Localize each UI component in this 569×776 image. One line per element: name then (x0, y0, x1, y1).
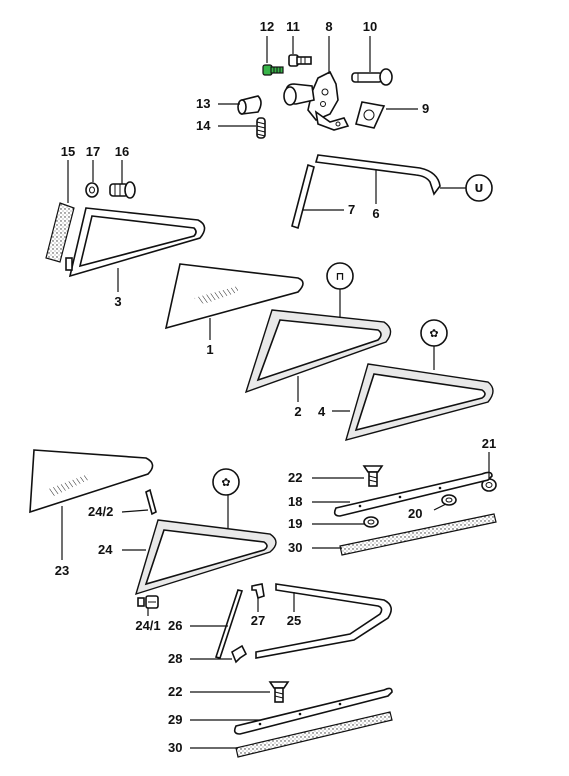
callout-22-upper[interactable]: 22 (288, 470, 302, 485)
callout-11[interactable]: 11 (286, 19, 300, 34)
symbol-circle-2: ⊓ (326, 262, 354, 290)
callout-20[interactable]: 20 (408, 506, 422, 521)
part-6-trim[interactable] (314, 154, 441, 196)
part-8-hinge-latch[interactable] (283, 70, 350, 131)
part-22-screw-upper[interactable] (362, 465, 384, 487)
part-10-pin[interactable] (351, 68, 393, 86)
part-26-strip[interactable] (214, 589, 244, 659)
callout-19[interactable]: 19 (288, 516, 302, 531)
part-24-2-strip[interactable] (145, 488, 157, 516)
part-15-felt-strip[interactable] (45, 202, 75, 263)
part-14-spring[interactable] (256, 117, 266, 139)
callout-24-1[interactable]: 24/1 (135, 618, 160, 633)
part-7-strip[interactable] (291, 163, 315, 230)
symbol-circle-24: ✿ (212, 468, 240, 496)
callout-13[interactable]: 13 (196, 96, 210, 111)
callout-6[interactable]: 6 (372, 206, 379, 221)
symbol-circle-6: U (465, 174, 493, 202)
part-30-felt-upper[interactable] (339, 513, 497, 556)
part-13-cap[interactable] (237, 95, 262, 115)
callout-4[interactable]: 4 (318, 404, 326, 419)
callout-23[interactable]: 23 (55, 563, 69, 578)
callout-12[interactable]: 12 (260, 19, 274, 34)
part-20-grommet[interactable] (441, 494, 457, 506)
symbol-circle-4: ✿ (420, 319, 448, 347)
callout-30-lower[interactable]: 30 (168, 740, 182, 755)
part-9-plate[interactable] (355, 101, 386, 129)
callout-14[interactable]: 14 (196, 118, 211, 133)
callout-17[interactable]: 17 (86, 144, 100, 159)
callout-24[interactable]: 24 (98, 542, 113, 557)
part-25-trim[interactable] (255, 583, 392, 659)
callout-30-upper[interactable]: 30 (288, 540, 302, 555)
callout-1[interactable]: 1 (206, 342, 213, 357)
callout-2[interactable]: 2 (294, 404, 301, 419)
part-30-felt-lower[interactable] (235, 711, 393, 758)
part-18-strip[interactable] (333, 471, 493, 517)
part-2-window-seal[interactable] (244, 309, 392, 394)
part-11-bolt[interactable] (288, 54, 312, 67)
callout-16[interactable]: 16 (115, 144, 129, 159)
part-19-grommet[interactable] (363, 516, 379, 528)
callout-15[interactable]: 15 (61, 144, 75, 159)
callout-25[interactable]: 25 (287, 613, 301, 628)
callout-21[interactable]: 21 (482, 436, 496, 451)
callout-18[interactable]: 18 (288, 494, 302, 509)
leader-lines (61, 36, 490, 749)
part-1-glass[interactable] (164, 263, 304, 330)
callout-3[interactable]: 3 (114, 294, 121, 309)
part-24-window-seal[interactable] (134, 519, 277, 596)
symbol-4-text: ✿ (429, 327, 438, 340)
part-17-washer[interactable] (85, 182, 99, 198)
part-24-1-clip[interactable] (137, 595, 159, 609)
part-12-screw[interactable] (262, 64, 284, 76)
callout-26[interactable]: 26 (168, 618, 182, 633)
symbol-24-text: ✿ (221, 476, 230, 489)
callout-24-2[interactable]: 24/2 (88, 504, 113, 519)
part-16-bushing[interactable] (109, 181, 136, 199)
callout-7[interactable]: 7 (348, 202, 355, 217)
part-22-screw-lower[interactable] (268, 681, 290, 703)
callout-28[interactable]: 28 (168, 651, 182, 666)
callout-27[interactable]: 27 (251, 613, 265, 628)
callout-8[interactable]: 8 (325, 19, 332, 34)
part-28-clip[interactable] (231, 644, 248, 664)
callout-22-lower[interactable]: 22 (168, 684, 182, 699)
callout-9[interactable]: 9 (422, 101, 429, 116)
part-4-window-seal[interactable] (344, 363, 494, 441)
callout-10[interactable]: 10 (363, 19, 377, 34)
part-23-glass[interactable] (29, 449, 154, 514)
callout-29[interactable]: 29 (168, 712, 182, 727)
symbol-2-text: ⊓ (336, 270, 345, 283)
callout-labels: 12 11 8 10 13 9 14 15 17 16 7 6 3 1 2 4 … (55, 19, 496, 755)
part-27-clip[interactable] (251, 583, 265, 600)
symbol-6-text: U (475, 182, 484, 195)
part-3-window-frame[interactable] (65, 207, 206, 278)
part-29-strip[interactable] (233, 687, 393, 735)
